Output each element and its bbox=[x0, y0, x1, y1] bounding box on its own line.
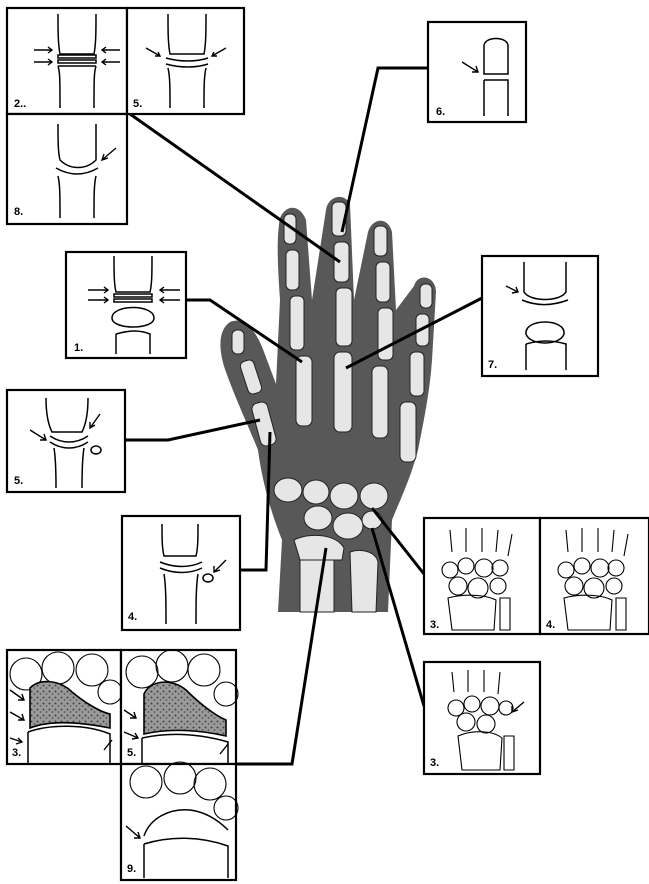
panel-label: 3. bbox=[430, 619, 439, 631]
panel-3-lower-wrist: 3. bbox=[424, 662, 540, 774]
panel-4-sesamoid: 4. bbox=[122, 516, 240, 630]
panel-5-thumb: 5. bbox=[7, 390, 125, 492]
panel-5-epiphysis: 5. bbox=[127, 8, 244, 114]
panel-7-epiphysis: 7. bbox=[482, 256, 598, 376]
leader-line-5-thumb bbox=[124, 420, 260, 440]
panel-9-radius: 9. bbox=[121, 762, 238, 880]
panel-label: 6. bbox=[436, 106, 445, 118]
panel-label: 4. bbox=[128, 611, 137, 623]
panel-4-wrist: 4. bbox=[540, 518, 649, 634]
panel-label: 4. bbox=[546, 619, 555, 631]
panel-8-fused: 8. bbox=[7, 114, 127, 224]
panel-5-radius: 5. bbox=[121, 650, 238, 764]
panel-label: 2.. bbox=[14, 98, 26, 110]
panel-label: 9. bbox=[127, 863, 136, 875]
leader-line-3-lower bbox=[372, 528, 424, 706]
panel-label: 3. bbox=[430, 757, 439, 769]
panel-label: 1. bbox=[74, 342, 83, 354]
leader-line-8 bbox=[130, 114, 340, 262]
panel-2-epiphysis: 2.. bbox=[7, 8, 127, 114]
panel-label: 7. bbox=[488, 359, 497, 371]
panel-label: 8. bbox=[14, 206, 23, 218]
leader-line-6 bbox=[342, 68, 428, 232]
panel-6-finger: 6. bbox=[428, 22, 526, 122]
panel-3-radius: 3. bbox=[7, 650, 122, 764]
panel-label: 5. bbox=[133, 98, 142, 110]
panel-label: 3. bbox=[12, 747, 21, 759]
panel-3-wrist: 3. bbox=[424, 518, 540, 634]
panel-label: 5. bbox=[127, 747, 136, 759]
panel-1-epiphysis: 1. bbox=[66, 252, 186, 358]
panel-label: 5. bbox=[14, 475, 23, 487]
